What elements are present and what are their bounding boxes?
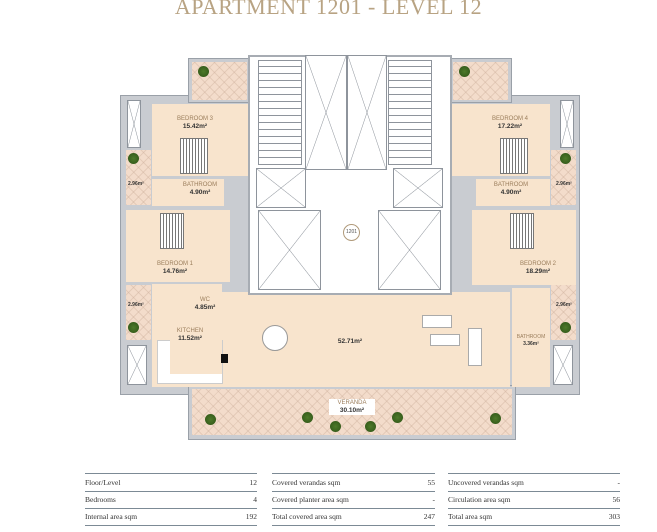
summary-row: Uncovered verandas sqm- xyxy=(448,473,620,491)
unit-number-badge: 1201 xyxy=(343,224,360,241)
room-label-living: 52.71m² xyxy=(337,338,363,345)
summary-column-3: Uncovered verandas sqm- Circulation area… xyxy=(448,473,620,526)
page-title: APARTMENT 1201 - LEVEL 12 xyxy=(174,0,483,19)
planter-area: 2.96m² xyxy=(128,302,144,308)
planter-area: 2.96m² xyxy=(128,181,144,187)
summary-row: Covered planter area sqm- xyxy=(272,490,435,509)
planter-area: 2.96m² xyxy=(556,181,572,187)
planter-area: 2.96m² xyxy=(556,302,572,308)
